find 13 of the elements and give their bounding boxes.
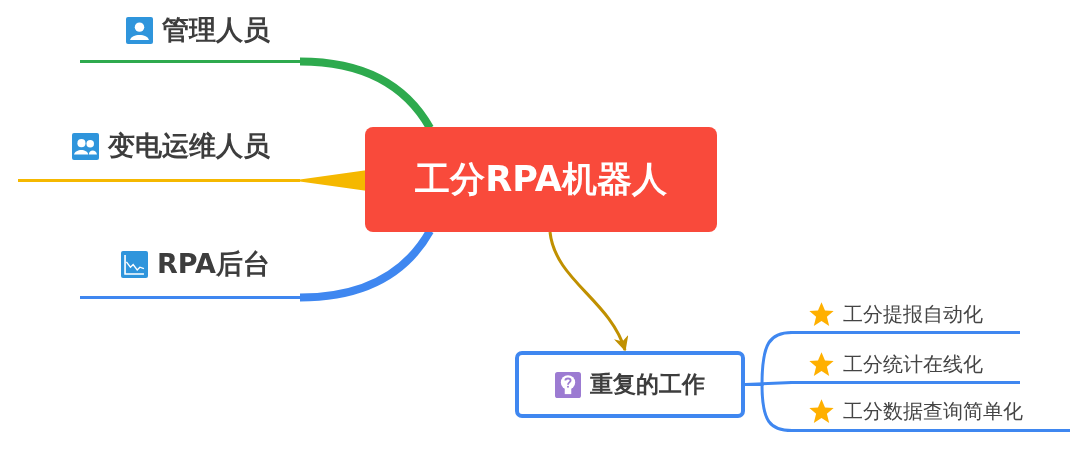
topic-label: 工分提报自动化: [843, 301, 983, 328]
topic-label: 工分统计在线化: [843, 350, 983, 378]
topic-label: 重复的工作: [590, 370, 705, 399]
topic-label: 管理人员: [162, 13, 270, 47]
main-topic: [515, 351, 745, 418]
topic-label: RPA后台: [157, 247, 270, 281]
topic-label: 变电运维人员: [108, 129, 270, 163]
topic-label: 工分数据查询简单化: [843, 398, 1023, 425]
branch-line: [299, 170, 366, 191]
branch-line: [745, 383, 793, 432]
central-topic: [365, 127, 717, 232]
topic-title: 工分RPA机器人: [415, 158, 667, 201]
arrow: [548, 231, 628, 352]
